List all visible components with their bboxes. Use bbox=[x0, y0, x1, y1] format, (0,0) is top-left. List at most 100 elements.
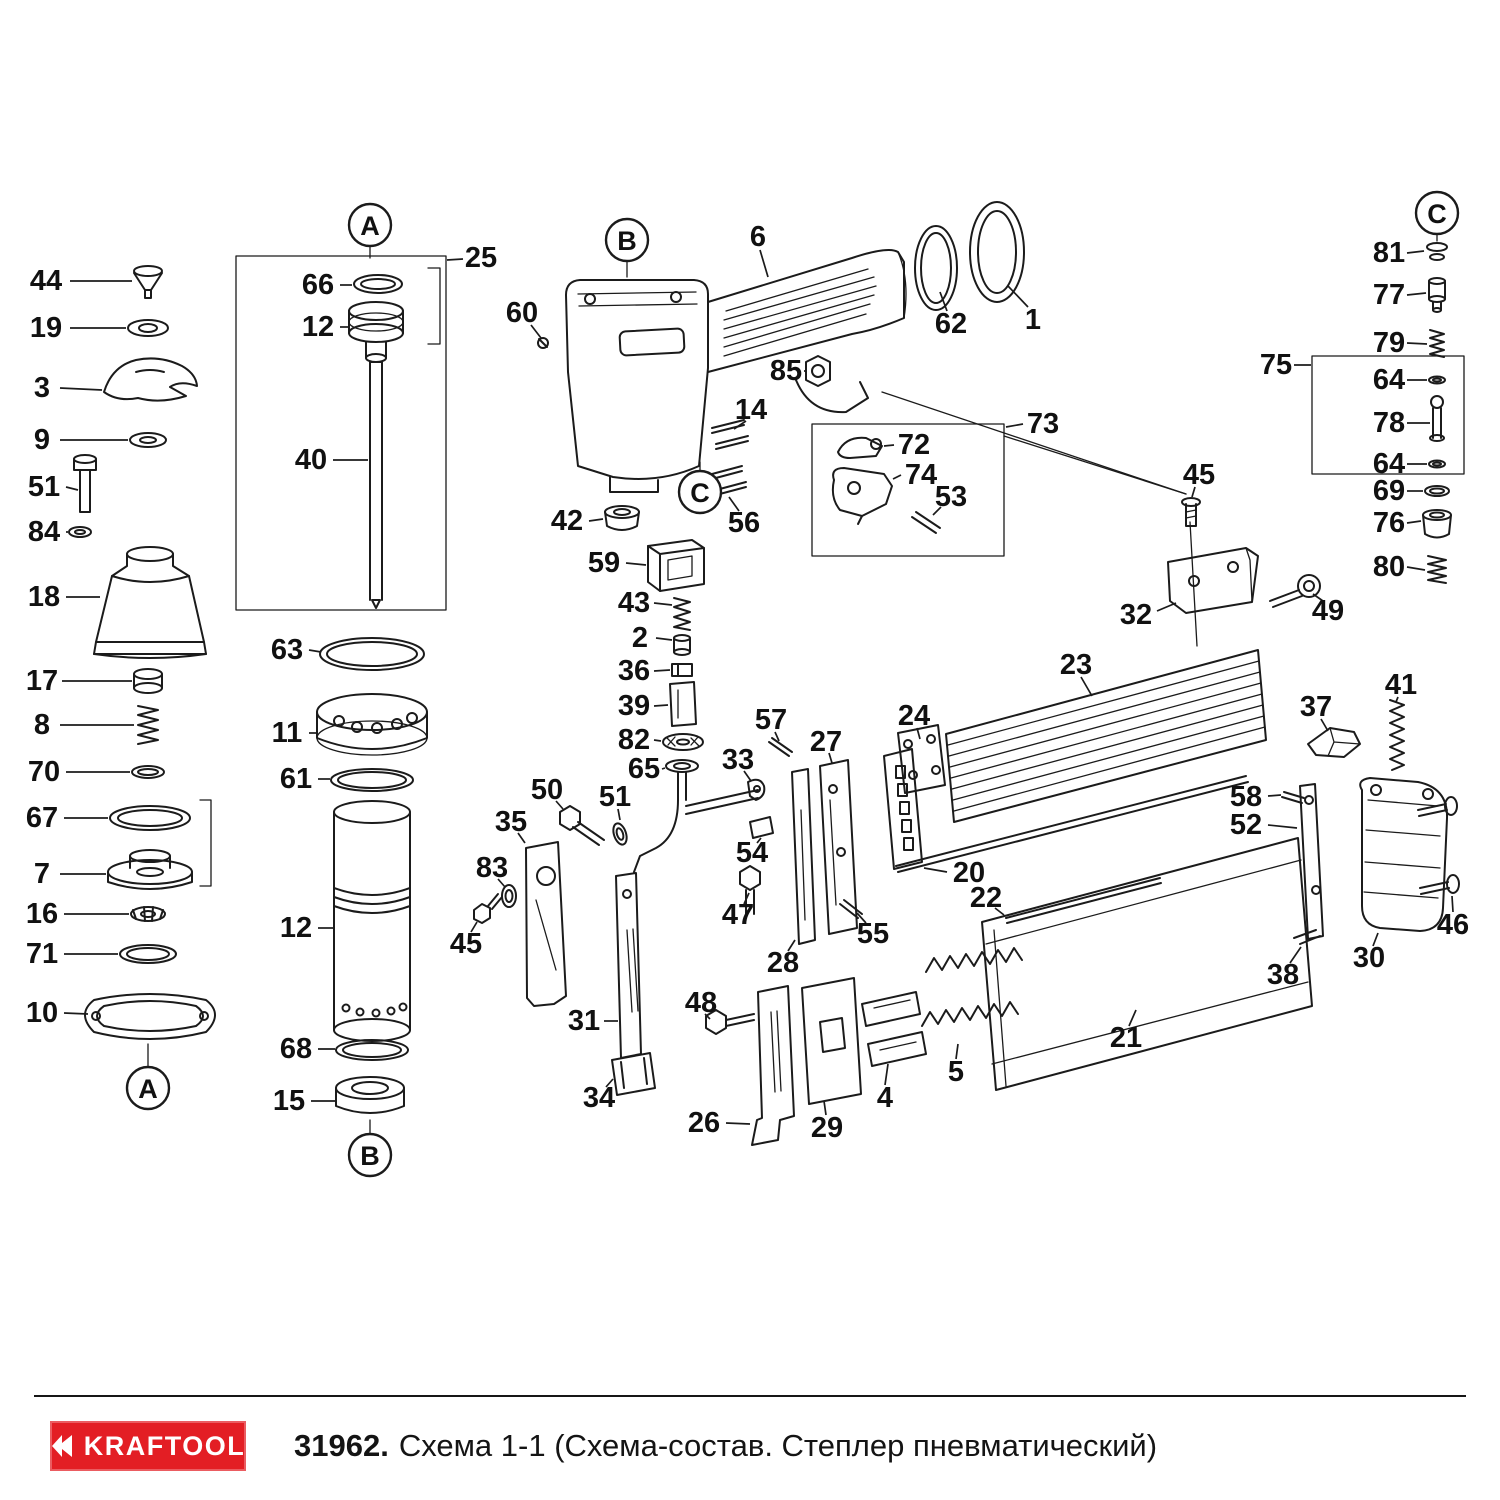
part-label-47: 47 bbox=[722, 899, 754, 931]
section-marker-B: B bbox=[347, 1132, 393, 1178]
leader-line-48 bbox=[704, 1013, 711, 1020]
projection-lines bbox=[699, 391, 1198, 647]
part-2-sleeve bbox=[673, 634, 691, 656]
leader-line-34 bbox=[605, 1078, 614, 1088]
part-11-cylinder-head bbox=[316, 693, 428, 756]
part-45-screw-upper bbox=[1181, 497, 1201, 527]
part-label-45: 45 bbox=[1183, 459, 1215, 491]
leader-line-79 bbox=[1406, 342, 1428, 345]
leader-line-35 bbox=[517, 832, 526, 844]
leader-line-50 bbox=[555, 800, 564, 810]
leader-line-37 bbox=[1320, 718, 1329, 732]
part-60-screw bbox=[537, 337, 549, 349]
footer: KRAFTOOL 31962. Схема 1-1 (Схема-состав. … bbox=[0, 1395, 1500, 1471]
part-5-springs bbox=[921, 947, 1023, 1027]
part-label-71: 71 bbox=[26, 938, 58, 970]
part-15-bumper bbox=[335, 1076, 405, 1114]
part-label-64: 64 bbox=[1373, 448, 1405, 480]
section-marker-B: B bbox=[604, 217, 650, 263]
part-label-54: 54 bbox=[736, 837, 768, 869]
part-label-64: 64 bbox=[1373, 364, 1405, 396]
svg-text:B: B bbox=[617, 226, 637, 256]
part-29-plate bbox=[801, 977, 862, 1105]
part-label-68: 68 bbox=[280, 1033, 312, 1065]
schema-title: Схема 1-1 (Схема-состав. Степлер пневмат… bbox=[398, 1428, 1158, 1463]
part-71-oring bbox=[119, 944, 177, 964]
part-label-29: 29 bbox=[811, 1112, 843, 1144]
part-79-spring bbox=[1429, 329, 1445, 358]
svg-text:A: A bbox=[360, 211, 380, 241]
leader-line-45 bbox=[470, 921, 478, 933]
detail-frame-73 bbox=[811, 423, 1005, 557]
leader-line-14 bbox=[733, 420, 747, 430]
part-9-washer bbox=[129, 432, 167, 448]
part-label-15: 15 bbox=[273, 1085, 305, 1117]
part-label-26: 26 bbox=[688, 1107, 720, 1139]
part-65-guide bbox=[633, 759, 759, 873]
leader-line-51 bbox=[617, 808, 621, 821]
part-67-oring bbox=[109, 805, 191, 831]
leader-line-58 bbox=[1267, 794, 1282, 797]
kraftool-logo: KRAFTOOL bbox=[50, 1421, 246, 1471]
part-20-rack-strip bbox=[883, 748, 1249, 873]
valve-column-c bbox=[1311, 234, 1465, 584]
leader-line-23 bbox=[1080, 676, 1093, 697]
part-30-end-cap bbox=[1359, 777, 1449, 932]
part-label-2: 2 bbox=[632, 622, 648, 654]
leader-line-30 bbox=[1372, 932, 1379, 947]
part-26-nose bbox=[751, 985, 795, 1146]
part-66-oring bbox=[353, 274, 403, 294]
part-1-end-cap-ring bbox=[969, 201, 1025, 303]
part-label-36: 36 bbox=[618, 655, 650, 687]
part-18-cap-housing bbox=[93, 546, 207, 659]
part-56-pins bbox=[711, 465, 747, 496]
leader-line-24 bbox=[916, 727, 921, 740]
leader-line-38 bbox=[1289, 946, 1302, 964]
part-41-spring bbox=[1389, 699, 1405, 771]
left-cap-assembly bbox=[68, 265, 216, 1067]
part-label-20: 20 bbox=[953, 857, 985, 889]
part-label-67: 67 bbox=[26, 802, 58, 834]
part-23-magazine-rail bbox=[945, 649, 1267, 823]
trigger-detail-box bbox=[811, 423, 1005, 557]
part-label-51: 51 bbox=[599, 781, 631, 813]
part-37-latch bbox=[1307, 727, 1361, 758]
part-label-55: 55 bbox=[857, 918, 889, 950]
section-marker-C: C bbox=[677, 469, 723, 515]
part-label-1: 1 bbox=[1025, 304, 1041, 336]
leader-line-74 bbox=[892, 474, 902, 480]
leader-line-4 bbox=[884, 1063, 889, 1086]
part-14-pins bbox=[711, 419, 749, 450]
part-28-bar bbox=[791, 768, 816, 945]
part-label-41: 41 bbox=[1385, 669, 1417, 701]
part-label-18: 18 bbox=[28, 581, 60, 613]
part-label-59: 59 bbox=[588, 547, 620, 579]
part-22-guide-rod bbox=[1005, 877, 1162, 924]
part-label-21: 21 bbox=[1110, 1022, 1142, 1054]
part-label-61: 61 bbox=[280, 763, 312, 795]
section-marker-A: A bbox=[347, 202, 393, 248]
part-label-40: 40 bbox=[295, 444, 327, 476]
part-45-screw-lower bbox=[473, 893, 503, 924]
part-64-oring-lower bbox=[1428, 459, 1446, 469]
schema-code: 31962. bbox=[294, 1428, 389, 1463]
part-34-clip bbox=[611, 1052, 656, 1096]
part-27-channel bbox=[819, 759, 858, 935]
footer-rule bbox=[34, 1395, 1466, 1397]
part-70-oring bbox=[131, 765, 165, 779]
part-7-piston-head bbox=[107, 849, 193, 890]
leader-line-42 bbox=[588, 518, 604, 522]
leader-line-59 bbox=[625, 562, 647, 566]
section-marker-C: C bbox=[1414, 190, 1460, 236]
part-80-spring bbox=[1427, 555, 1447, 584]
part-46-screws bbox=[1417, 796, 1460, 895]
leader-line-1 bbox=[1007, 285, 1029, 308]
part-label-19: 19 bbox=[30, 312, 62, 344]
leader-line-3 bbox=[59, 387, 103, 391]
part-label-69: 69 bbox=[1373, 475, 1405, 507]
part-label-63: 63 bbox=[271, 634, 303, 666]
leader-line-62 bbox=[939, 291, 948, 312]
leader-line-2 bbox=[655, 637, 673, 641]
part-21-lower-channel bbox=[981, 837, 1313, 1091]
part-49-bolt bbox=[1269, 574, 1321, 608]
